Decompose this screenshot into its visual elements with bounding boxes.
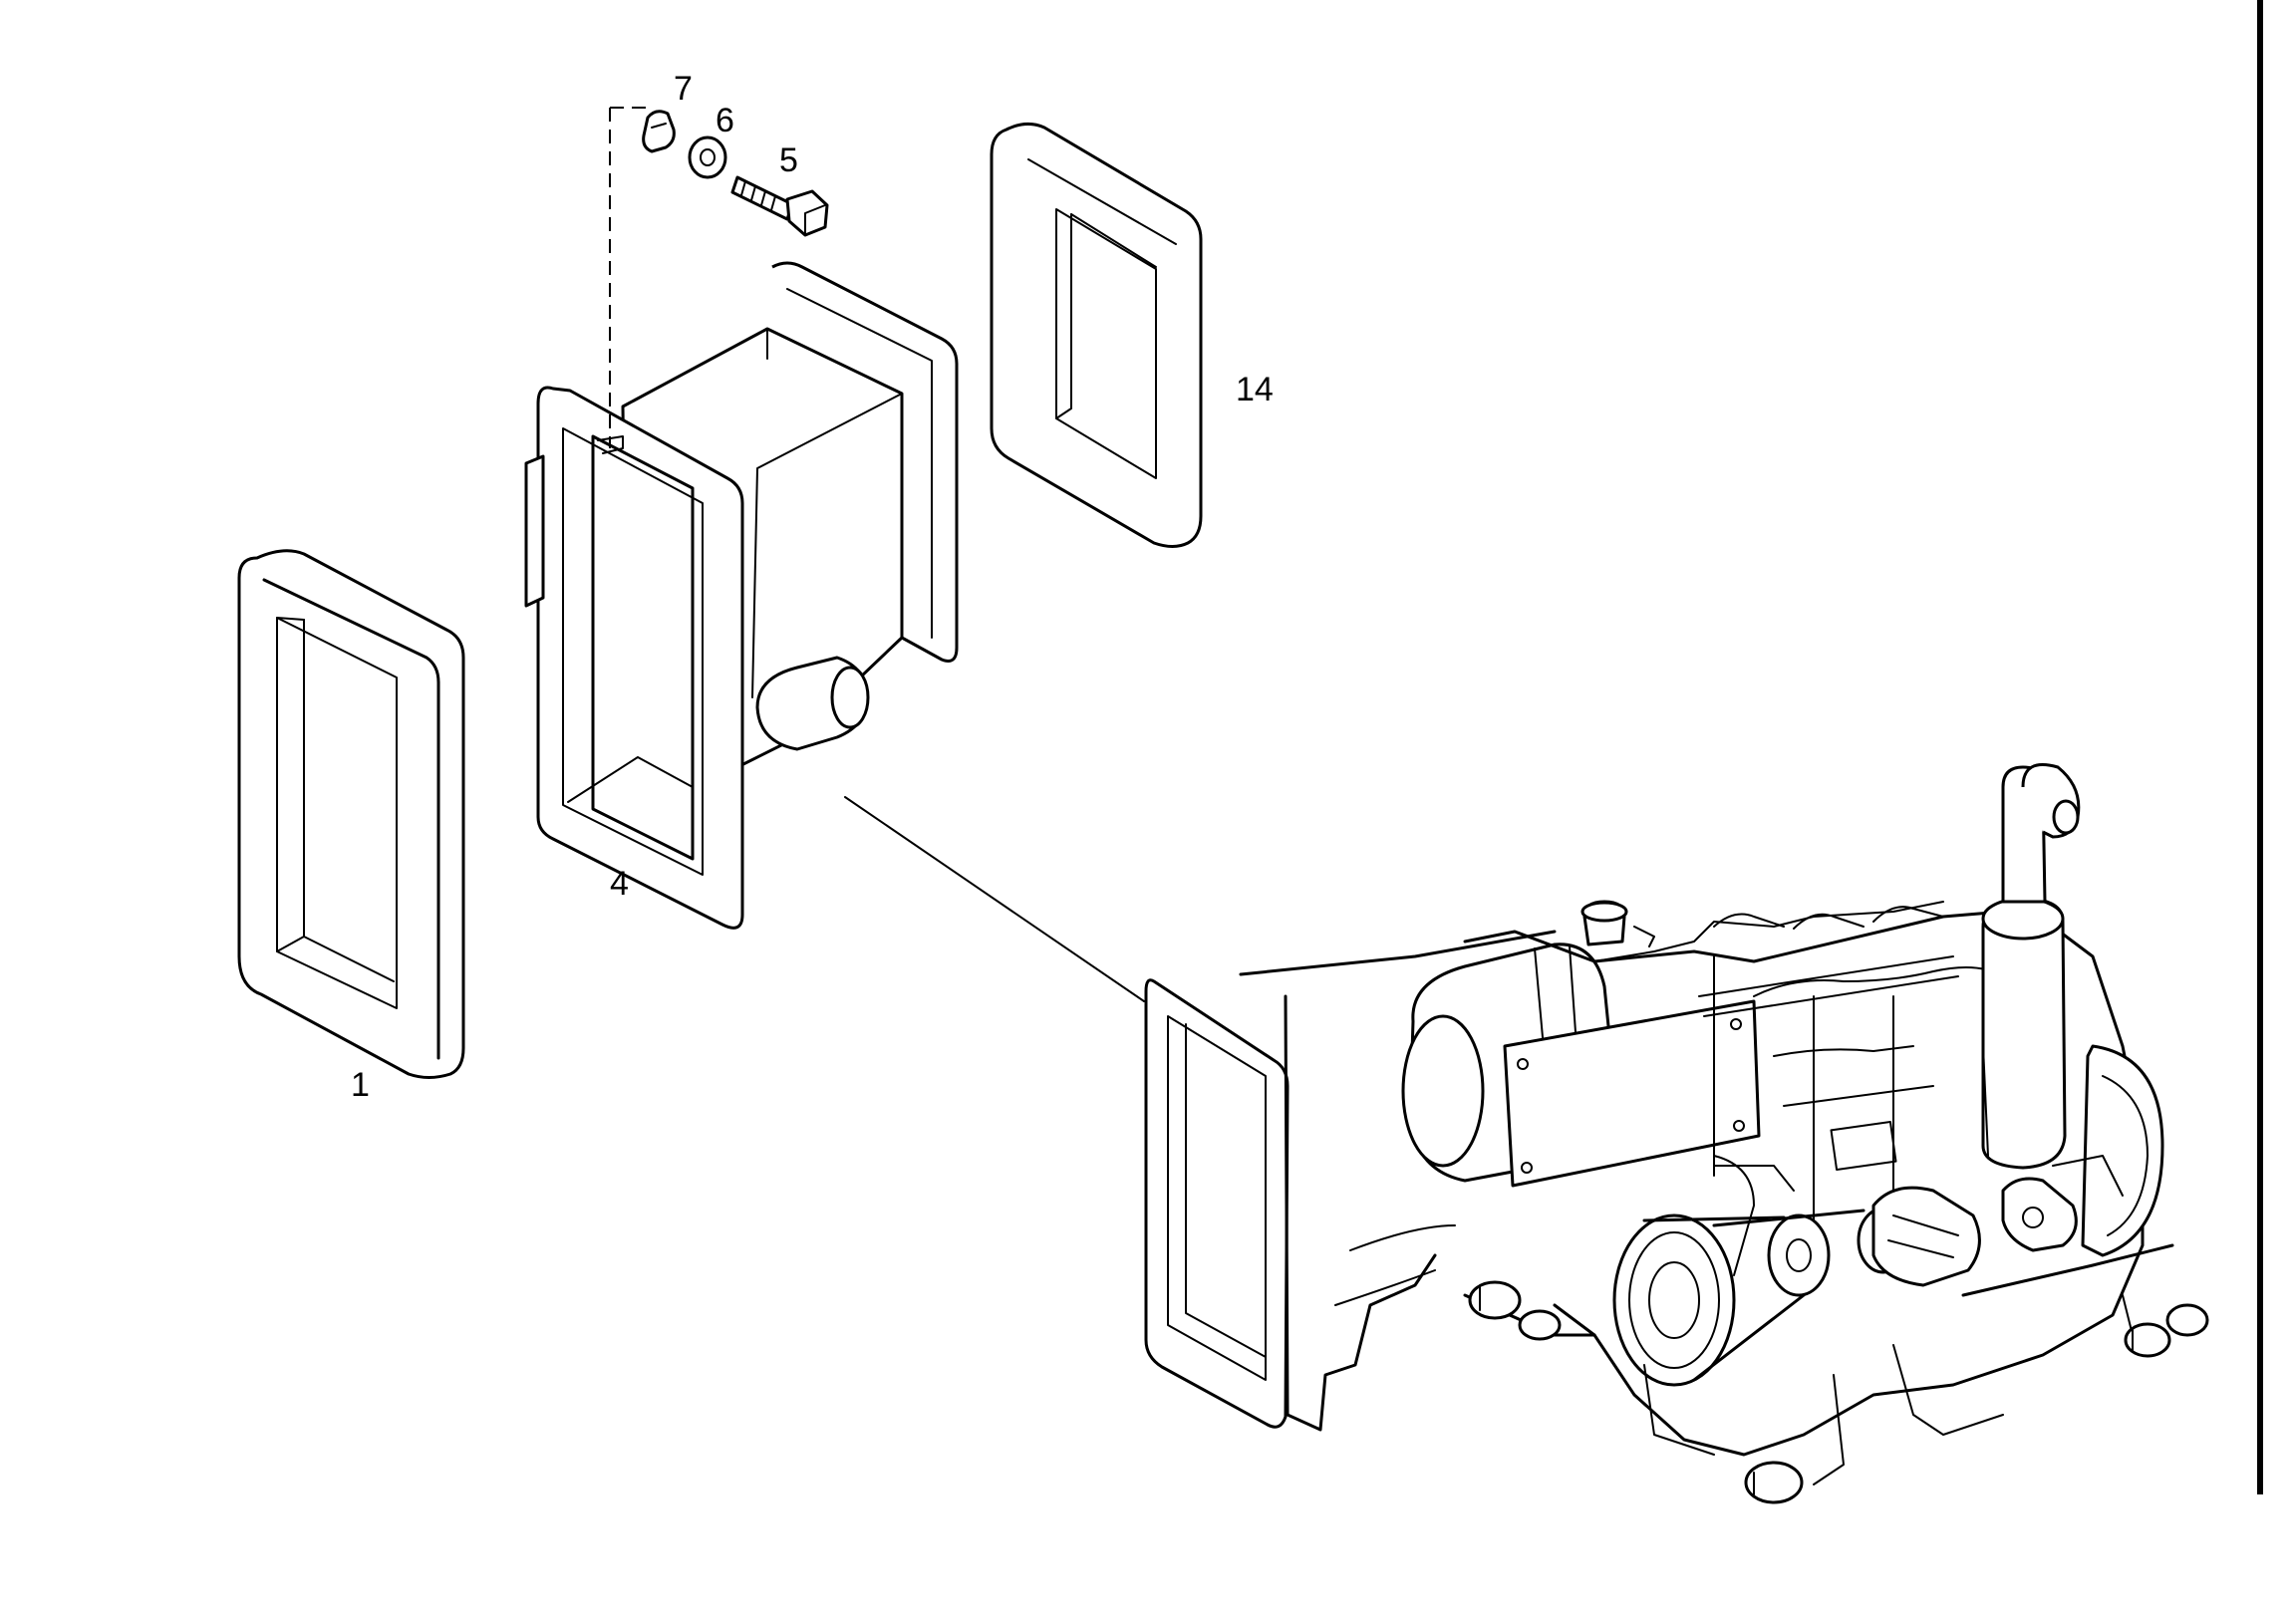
callout-part-6: 6 [716, 102, 734, 139]
bolt-part-5 [730, 175, 829, 237]
gasket-frame-part-14 [990, 123, 1203, 548]
leader-line [844, 796, 1145, 1002]
callout-part-7: 7 [674, 70, 693, 108]
callout-part-14: 14 [1236, 371, 1274, 408]
washer-part-6 [688, 135, 727, 179]
assembly-dashed-line [609, 107, 648, 448]
callout-part-5: 5 [779, 141, 798, 179]
callout-part-4: 4 [610, 865, 629, 903]
air-duct-housing-part-4 [524, 261, 959, 930]
clip-part-7 [642, 110, 676, 153]
engine-mounts [1468, 1280, 2209, 1504]
gasket-frame-part-1 [237, 549, 465, 1079]
engine-assembly [1144, 763, 2209, 1504]
pulley-assembly [1612, 1155, 1910, 1387]
callout-part-1: 1 [351, 1066, 370, 1104]
